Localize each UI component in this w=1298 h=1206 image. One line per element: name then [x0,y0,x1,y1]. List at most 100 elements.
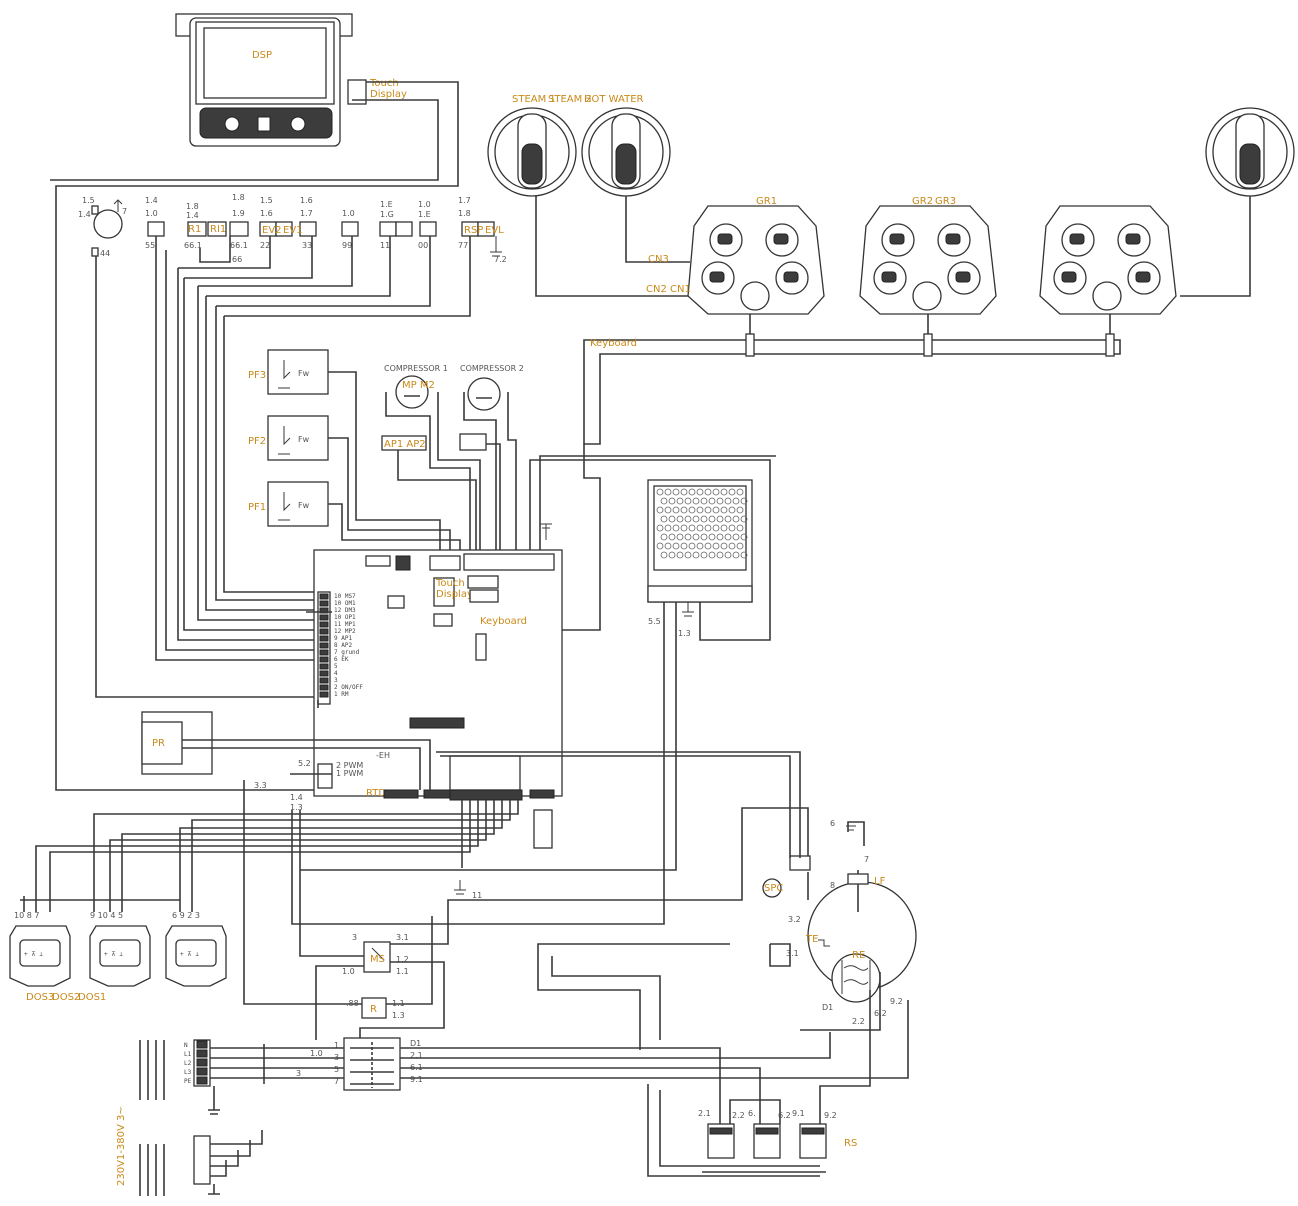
term-b2: 1.4 [186,211,199,220]
boiler-term-7: 7 [864,855,869,864]
compressor1-label: COMPRESSOR 1 [384,364,448,373]
steam1-label: STEAM 1 [512,94,556,105]
boiler-term-9-2: 9.2 [890,997,903,1006]
hot-water-knob [1205,107,1295,197]
svg-text:+ ⊼ ⊥: + ⊼ ⊥ [24,951,43,958]
relays-ms-r: MS 3 3.1 1.0 1.2 1.1 R .88 1.1 1.3 1 3 5… [296,807,809,1091]
psu-vent-hole [664,524,672,532]
term-99: 99 [342,241,352,250]
term-44: 44 [100,249,110,258]
psu-vent-hole [704,488,712,496]
board-pin [319,600,329,607]
psu-vent-hole [688,542,696,550]
psu-vent-hole [692,551,700,559]
boiler-term-3-1: 3.1 [786,949,799,958]
term-e1: 1.0 [342,209,355,218]
board-pin-label: 11 MP1 [334,621,356,628]
psu-vent-hole [676,551,684,559]
board-pin-label: 6 EK [334,656,349,663]
psu-vent-hole [684,551,692,559]
mains-terminal-label: PE [184,1078,192,1085]
board-pin-label: 12 DM3 [334,607,356,614]
psu-vent-hole [696,506,704,514]
r-term-1-3: 1.3 [392,1011,405,1020]
board-pin-label: 8 AP2 [334,642,352,649]
term-55: 55 [145,241,155,250]
psu-vent-hole [732,515,740,523]
term-c2: 1.6 [260,209,273,218]
psu-vent-hole [672,506,680,514]
term-b3: 1.8 [232,193,245,202]
psu-vent-hole [728,542,736,550]
doser-wires [20,780,519,1005]
board-pin [319,621,329,628]
keypad-gr3 [1039,205,1177,315]
psu-vent-hole [716,515,724,523]
steam-knob-2 [581,107,671,197]
psu-vent-hole [692,497,700,505]
psu-term-1-3: 1.3 [678,629,691,638]
r1-label: R1 [188,224,201,235]
term-b4: 1.9 [232,209,245,218]
term-f1: 1.E [380,200,393,209]
psu-vent-hole [680,506,688,514]
board-pin-label: 7 grund [334,649,360,656]
psu-vent-hole [712,542,720,550]
boiler: RE SPC LF TE 6 7 8 3.2 3.1 D1 2.2 6.2 9.… [436,751,917,1050]
boiler-term-3-2: 3.2 [788,915,801,924]
board-pin-label: 10 OM1 [334,600,356,607]
ev2-label: EV2 [262,225,282,236]
dos2-terminals: 9 10 4 5 [90,911,123,920]
board-pin-label: 2 ON/OFF [334,684,363,691]
board-pin [319,677,329,684]
boiler-term-8: 8 [830,881,835,890]
pf1-fw: Fw [298,501,310,510]
term-f2: 1.G [380,210,394,219]
msw-r2: 2.1 [410,1051,423,1060]
boiler-term-2-2: 2.2 [852,1017,865,1026]
ms-term-1-1: 1.1 [396,967,409,976]
board-pin [319,642,329,649]
psu-vent-hole [664,542,672,550]
psu-vent-hole [660,533,668,541]
msw-r1: D1 [410,1039,421,1048]
svg-text:+ ⊼ ⊥: + ⊼ ⊥ [104,951,123,958]
mains-terminal-label: L3 [184,1069,192,1076]
psu-vent-hole [712,506,720,514]
psu-vent-hole [740,497,748,505]
term-00: 00 [418,241,428,250]
psu-vent-hole [736,506,744,514]
psu-vent-hole [664,506,672,514]
dosers: + ⊼ ⊥ + ⊼ ⊥ + ⊼ ⊥ 10 8 7 9 10 4 5 6 9 2 … [9,911,227,1003]
psu-vent-hole [720,542,728,550]
psu-vent-hole [676,515,684,523]
gr1-label: GR1 [756,196,777,207]
steam-knob-1 [487,107,577,197]
mains-terminal-label: N [184,1042,188,1049]
psu-vent-hole [736,524,744,532]
term-h1: 1.7 [458,196,471,205]
board-pin [319,663,329,670]
mains-terminal [196,1049,208,1058]
wire-bundle-left [95,236,471,698]
psu-vent-hole [696,542,704,550]
svg-text:+ ⊼ ⊥: + ⊼ ⊥ [180,951,199,958]
board-term-3-3: 3.3 [254,781,267,790]
cn2-cn1-label: CN2 CN1 [646,284,691,295]
rs-term-2-1: 2.1 [698,1109,711,1118]
psu-vent-hole [724,551,732,559]
psu-vent-hole [724,515,732,523]
term-1-4: 1.4 [78,210,91,219]
psu-vent-hole [656,488,664,496]
pwm1-label: 2 PWM [336,761,363,770]
psu-vent-hole [676,533,684,541]
eh-label: -EH [376,751,390,760]
psu-vent-hole [656,524,664,532]
psu-vent-hole [680,524,688,532]
board-pin-label: 10 OP1 [334,614,356,621]
psu-vent-hole [740,551,748,559]
